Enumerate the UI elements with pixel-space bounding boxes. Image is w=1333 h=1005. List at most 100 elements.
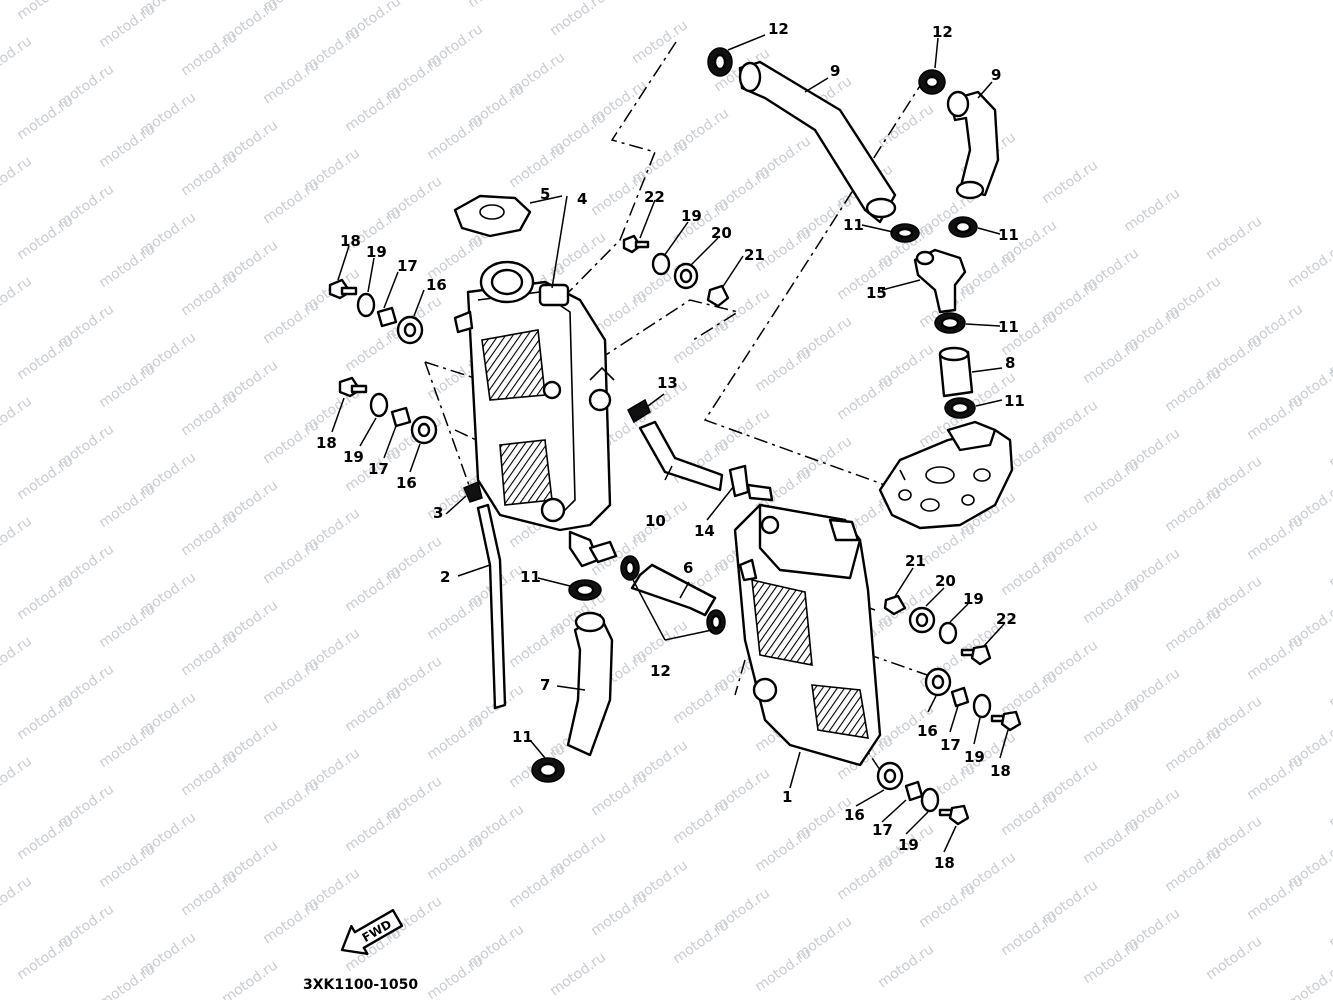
watermark-text: motod.ru: [1244, 393, 1306, 443]
watermark-text: motod.ru: [14, 813, 76, 863]
joint-pipe[interactable]: [938, 346, 974, 398]
watermark-text: motod.ru: [1080, 817, 1142, 867]
hose-clamp[interactable]: [934, 312, 966, 334]
grommet[interactable]: [396, 315, 424, 345]
clamp-12[interactable]: [707, 47, 733, 77]
watermark-text: motod.ru: [506, 861, 568, 911]
label-4: 4: [577, 190, 587, 208]
watermark-text: motod.ru: [96, 481, 158, 531]
washer[interactable]: [651, 252, 671, 276]
watermark-text: motod.ru: [96, 241, 158, 291]
diagram-code: 3XK1100-1050: [303, 977, 418, 993]
watermark-text: motod.ru: [424, 833, 486, 883]
grommet[interactable]: [410, 415, 438, 445]
upper-hose-left[interactable]: [738, 60, 897, 224]
watermark-text: motod.ru: [178, 629, 240, 679]
lower-hose[interactable]: [566, 613, 614, 757]
damper[interactable]: [908, 606, 936, 634]
fitting[interactable]: [728, 464, 774, 502]
hose-end: [955, 180, 985, 200]
watermark-text: motod.ru: [14, 333, 76, 383]
label-11: 11: [512, 728, 533, 746]
watermark-text: motod.ru: [342, 805, 404, 855]
watermark-text: motod.ru: [342, 565, 404, 615]
watermark-text: motod.ru: [1080, 697, 1142, 747]
washer[interactable]: [369, 392, 389, 418]
watermark-text: motod.ru: [629, 17, 691, 67]
washer[interactable]: [356, 292, 376, 318]
watermark-text: motod.ru: [178, 869, 240, 919]
label-5: 5: [540, 185, 550, 203]
watermark-text: motod.ru: [1326, 421, 1333, 471]
watermark-text: motod.ru: [547, 0, 609, 39]
watermark-text: motod.ru: [178, 269, 240, 319]
watermark-text: motod.ru: [96, 1, 158, 51]
watermark-text: motod.ru: [1244, 873, 1306, 923]
watermark-text: motod.ru: [424, 113, 486, 163]
watermark-text: motod.ru: [506, 621, 568, 671]
washer[interactable]: [972, 693, 992, 719]
watermark-text: motod.ru: [834, 853, 896, 903]
watermark-text: motod.ru: [465, 0, 527, 11]
label-21: 21: [744, 246, 765, 264]
grommet[interactable]: [924, 667, 952, 697]
label-19: 19: [343, 448, 364, 466]
washer[interactable]: [920, 787, 940, 813]
label-22: 22: [996, 610, 1017, 628]
watermark-text: motod.ru: [670, 797, 732, 847]
watermark-text: motod.ru: [1203, 213, 1265, 263]
radiator-cap[interactable]: [453, 194, 532, 238]
collar[interactable]: [904, 780, 924, 802]
hose-clamp[interactable]: [531, 757, 565, 783]
watermark-text: motod.ru: [1285, 241, 1333, 291]
watermark-text: motod.ru: [1121, 185, 1183, 235]
collar[interactable]: [376, 306, 398, 328]
watermark-text: motod.ru: [998, 909, 1060, 959]
screw[interactable]: [622, 234, 650, 254]
washer[interactable]: [938, 621, 958, 645]
label-6: 6: [683, 559, 693, 577]
watermark-text: motod.ru: [1080, 577, 1142, 627]
screw[interactable]: [960, 644, 992, 666]
watermark-text: motod.ru: [1244, 633, 1306, 683]
hose-clamp[interactable]: [890, 223, 920, 243]
watermark-text: motod.ru: [14, 213, 76, 263]
watermark-text: motod.ru: [1326, 781, 1333, 831]
collar[interactable]: [390, 406, 412, 428]
clip[interactable]: [627, 398, 651, 424]
nut[interactable]: [883, 594, 907, 616]
watermark-text: motod.ru: [0, 153, 35, 203]
hose-clip[interactable]: [463, 480, 483, 503]
collar[interactable]: [950, 686, 970, 708]
watermark-text: motod.ru: [0, 513, 35, 563]
bolt[interactable]: [938, 804, 970, 826]
watermark-text: motod.ru: [14, 573, 76, 623]
watermark-text: motod.ru: [178, 29, 240, 79]
label-19: 19: [963, 590, 984, 608]
label-11: 11: [998, 226, 1019, 244]
grommet[interactable]: [876, 761, 904, 791]
watermark-text: motod.ru: [260, 177, 322, 227]
label-13: 13: [657, 374, 678, 392]
label-7: 7: [540, 676, 550, 694]
bolt[interactable]: [338, 376, 368, 398]
bolt[interactable]: [990, 710, 1022, 732]
watermark-text: motod.ru: [916, 881, 978, 931]
damper[interactable]: [673, 262, 699, 290]
label-19: 19: [964, 748, 985, 766]
watermark-text: motod.ru: [588, 169, 650, 219]
small-hose[interactable]: [638, 420, 724, 492]
hose-clamp[interactable]: [568, 579, 602, 601]
clamp-12[interactable]: [918, 69, 946, 95]
label-12: 12: [932, 23, 953, 41]
watermark-text: motod.ru: [96, 841, 158, 891]
hose-clamp[interactable]: [948, 216, 978, 238]
clamp-12[interactable]: [706, 609, 726, 635]
hose-clamp[interactable]: [944, 397, 976, 419]
bolt[interactable]: [328, 278, 358, 300]
watermark-text: motod.ru: [260, 657, 322, 707]
clamp-12[interactable]: [620, 555, 640, 581]
nut[interactable]: [706, 284, 730, 308]
watermark-text: motod.ru: [1080, 337, 1142, 387]
elbow-joint[interactable]: [913, 248, 967, 314]
